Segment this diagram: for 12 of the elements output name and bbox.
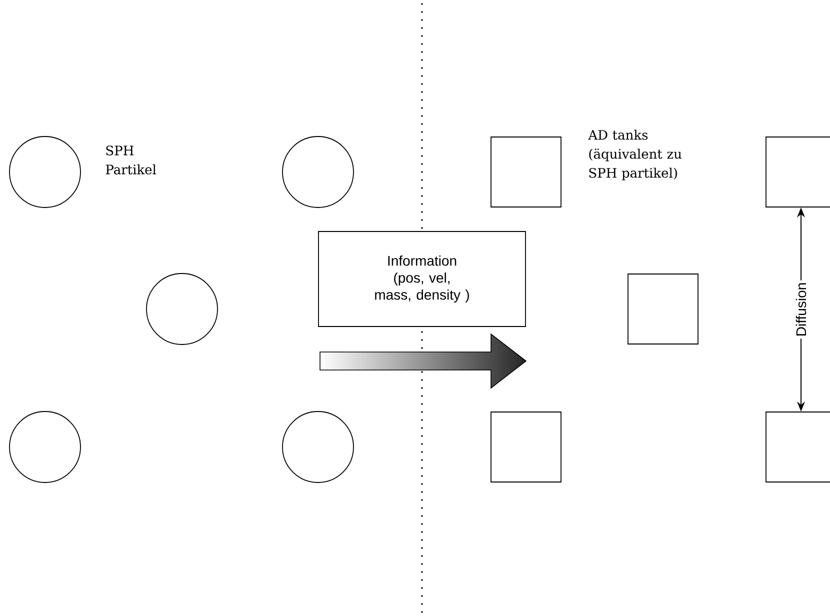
particle-circle <box>282 136 354 208</box>
particle-circle <box>9 136 81 208</box>
annotation: SPH Partikel <box>106 146 156 174</box>
annotation: AD tanks (äquivalent zu SPH partikel) <box>588 130 682 180</box>
tank-square <box>490 136 562 208</box>
tank-square <box>490 412 562 482</box>
edge-label: Diffusion <box>794 280 808 339</box>
particle-circle <box>146 273 218 345</box>
particle-circle <box>282 411 354 483</box>
particle-circle <box>9 411 81 483</box>
info-box: Information (pos, vel, mass, density ) <box>318 231 526 327</box>
tank-square <box>628 274 698 344</box>
